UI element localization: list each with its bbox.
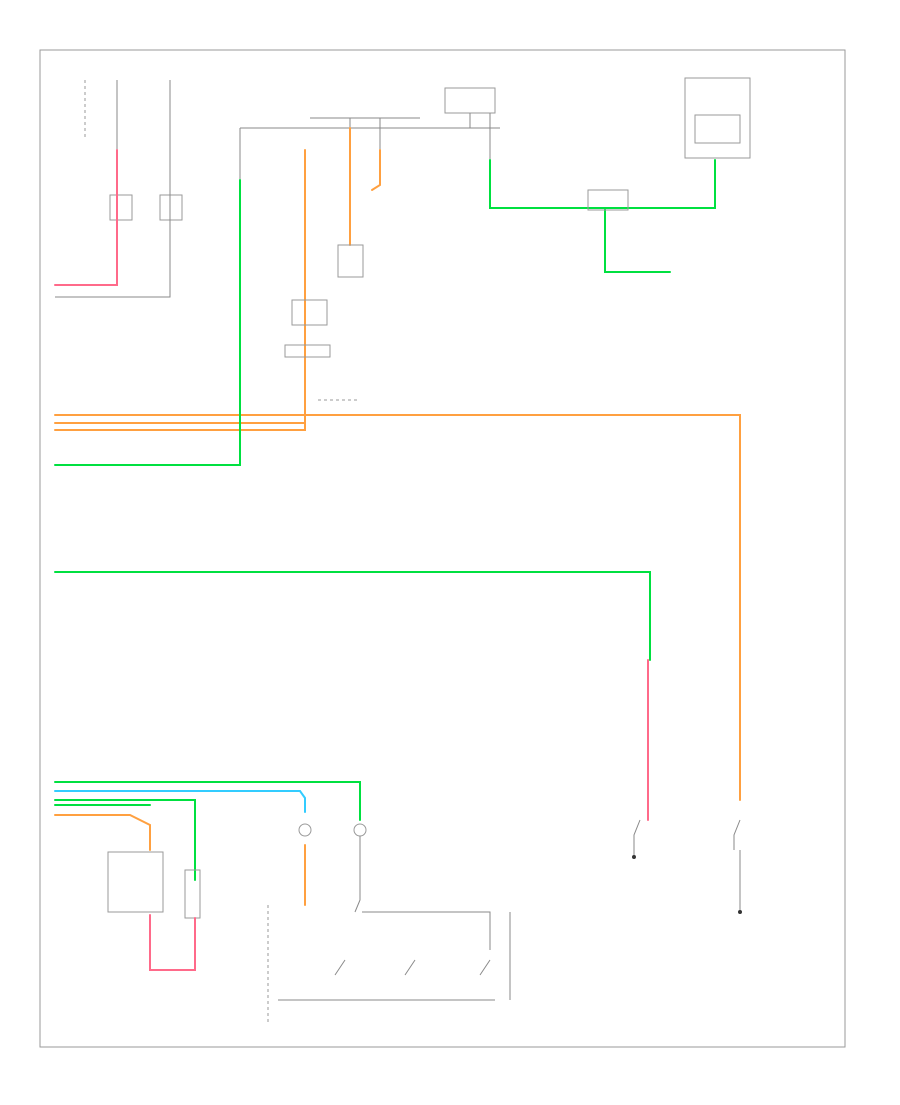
switch-right-1 (633, 819, 641, 855)
lamp-1 (298, 823, 312, 837)
fuse-box (444, 87, 496, 114)
bottom-switch-3 (479, 959, 491, 976)
wire-green-bottom-1 (54, 781, 361, 821)
switch-right-2 (733, 819, 741, 850)
sender-box (184, 869, 201, 919)
relay-left-1 (109, 194, 133, 221)
connector-box-mid (284, 344, 331, 358)
module-top-mid (587, 189, 629, 211)
top-left-components (55, 80, 183, 298)
fuel-pump-box (107, 851, 164, 913)
wire-green-left-1 (54, 179, 241, 466)
bottom-right-switches (632, 819, 742, 914)
bottom-left-cluster (54, 781, 511, 1025)
ground-dot-right-2 (738, 910, 742, 914)
diagram-frame (39, 49, 846, 1048)
ground-dot-right-1 (632, 855, 636, 859)
wire-green-top-center (489, 159, 716, 209)
left-col-ground (55, 150, 171, 298)
module-top-right-inner (694, 114, 741, 144)
bottom-switch-rail-top (362, 911, 491, 950)
switch-box-mid (291, 299, 328, 326)
wire-pink-top-left (54, 149, 118, 286)
top-bus (239, 87, 500, 420)
sensor-box-mid (337, 244, 364, 278)
wire-orange-mid-1 (54, 149, 306, 431)
wire-orange-mid-3 (371, 149, 381, 191)
wire-green-bottom-2 (54, 799, 196, 881)
lamp-2 (353, 823, 367, 837)
relay-left-2 (159, 194, 183, 221)
bottom-switch-1 (334, 959, 346, 976)
wire-pink-bottom (149, 914, 196, 971)
bottom-switch-2 (404, 959, 416, 976)
wire-orange-long-1 (54, 414, 741, 801)
wire-green-long-2 (54, 571, 651, 661)
wire-cyan-bottom (54, 790, 306, 813)
wire-green-top-center-drop (604, 207, 671, 273)
lamp-2-wire (354, 836, 361, 913)
module-top-right (684, 77, 751, 159)
wire-orange-bottom (54, 814, 151, 851)
